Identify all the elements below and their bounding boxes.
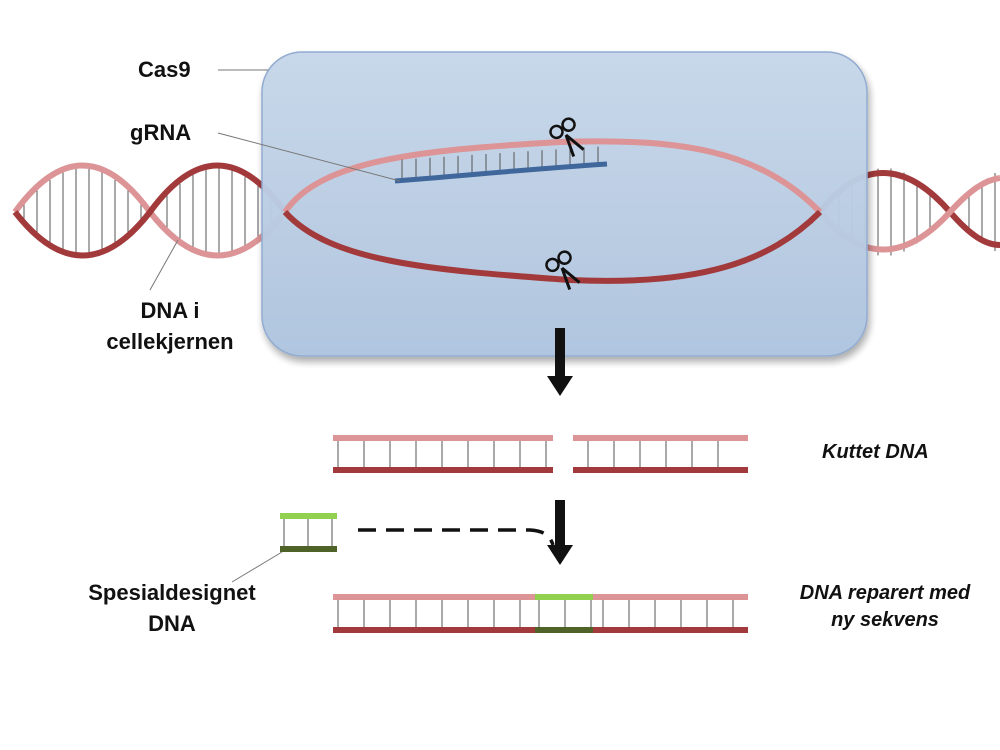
designed-dna-label: Spesialdesignet DNA: [72, 578, 272, 640]
insert-dashed-line: [358, 528, 555, 546]
scissors-icon: [545, 250, 581, 290]
repaired-dna-label-line1: DNA reparert med: [799, 582, 971, 604]
arrow-down-icon: [547, 500, 573, 565]
dna-strand-dark-open: [282, 209, 823, 284]
arrow-down-icon: [547, 328, 573, 396]
scissors-icon: [549, 117, 585, 157]
dna-nucleus-label-line2: cellekjernen: [106, 328, 234, 354]
repaired-dna-label: DNA reparert med ny sekvens: [780, 580, 990, 634]
cut-dna-base-pairs: [337, 438, 719, 470]
grna-strand: [394, 161, 608, 184]
dna-nucleus-label: DNA i cellekjernen: [100, 296, 240, 358]
designed-dna-label-line1: Spesialdesignet: [88, 580, 256, 605]
dna-leader-line: [149, 239, 179, 291]
repaired-dna-base-pairs: [337, 597, 734, 630]
grna-leader-line: [217, 132, 401, 182]
cas9-label: Cas9: [138, 57, 191, 82]
grna-base-pairs: [401, 146, 599, 181]
repaired-dna-label-line2: ny sekvens: [831, 609, 939, 631]
designed-dna-leader-line: [231, 551, 283, 583]
cas9-protein: [261, 51, 868, 357]
grna-label: gRNA: [130, 120, 192, 145]
helix-base-pairs-left: [23, 168, 272, 256]
designed-dna-label-line2: DNA: [148, 610, 196, 636]
dna-nucleus-label-line1: DNA i: [140, 298, 200, 323]
dna-strand-light-open: [282, 138, 823, 215]
dna-strand-dark-left: [12, 162, 288, 259]
designed-dna-base-pairs: [283, 516, 333, 549]
cut-dna-label: Kuttet DNA: [822, 441, 929, 463]
